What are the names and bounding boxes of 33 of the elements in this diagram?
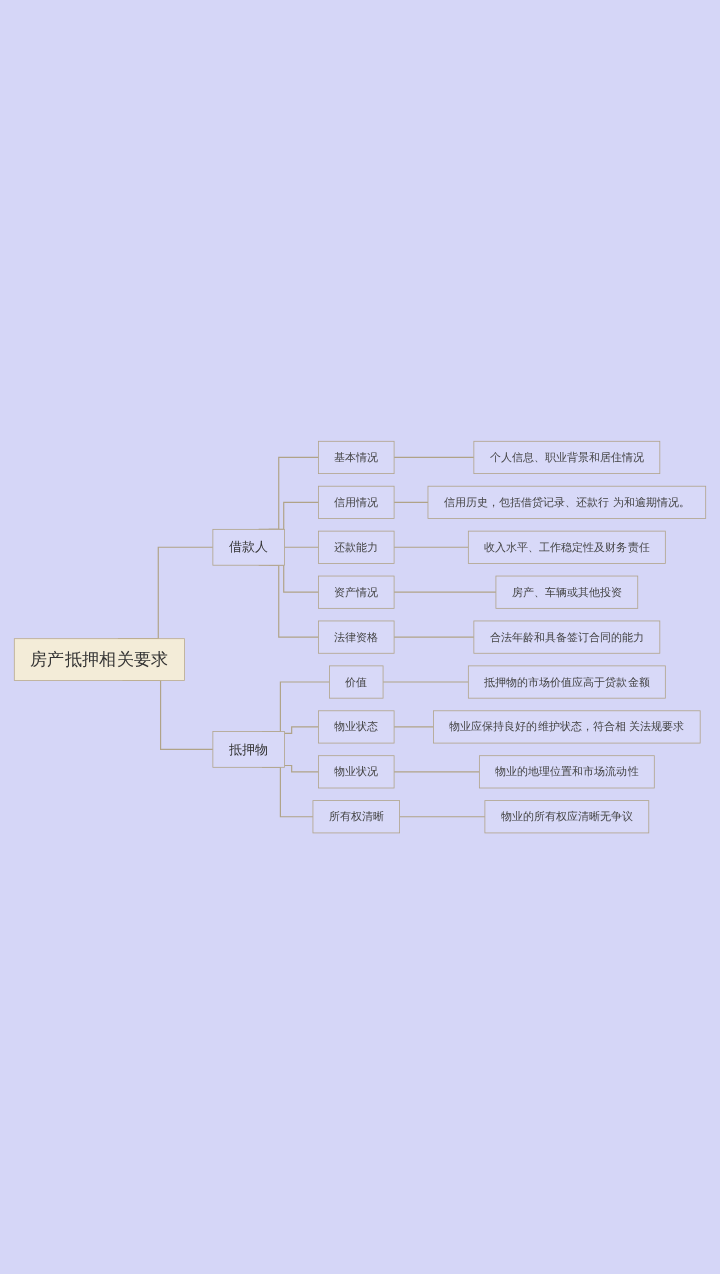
node-box: 收入水平、工作稳定性及财务责任 (467, 530, 666, 564)
connector (393, 591, 497, 593)
node-box: 合法年龄和具备签订合同的能力 (473, 620, 661, 654)
node-box: 房产、车辆或其他投资 (495, 575, 639, 609)
node-box: 物业应保持良好的维护状态，符合相 关法规要求 (433, 710, 701, 744)
node-box: 房产抵押相关要求 (13, 638, 185, 681)
node-box: 还款能力 (318, 530, 395, 564)
connector (382, 681, 469, 683)
connector (393, 636, 475, 638)
connector (284, 726, 320, 734)
node-box: 资产情况 (318, 575, 395, 609)
node-box: 所有权清晰 (312, 800, 400, 834)
connector (393, 501, 429, 503)
connector (284, 546, 320, 548)
connector (393, 546, 469, 548)
node-box: 物业的地理位置和市场流动性 (478, 755, 655, 789)
node-box: 基本情况 (318, 440, 395, 474)
node-box: 抵押物的市场价值应高于贷款金额 (467, 665, 666, 699)
node-box: 价值 (329, 665, 384, 699)
node-box: 个人信息、职业背景和居住情况 (473, 440, 661, 474)
connector (393, 726, 435, 728)
node-box: 物业状况 (318, 755, 395, 789)
connector (284, 764, 320, 773)
connector (399, 816, 486, 818)
connector (393, 456, 475, 458)
node-box: 法律资格 (318, 620, 395, 654)
node-box: 借款人 (212, 528, 285, 566)
node-box: 信用历史，包括借贷记录、还款行 为和逾期情况。 (427, 485, 707, 519)
node-box: 抵押物 (212, 730, 285, 768)
node-box: 物业状态 (318, 710, 395, 744)
node-box: 物业的所有权应清晰无争议 (484, 800, 650, 834)
connector (393, 771, 480, 773)
node-box: 信用情况 (318, 485, 395, 519)
